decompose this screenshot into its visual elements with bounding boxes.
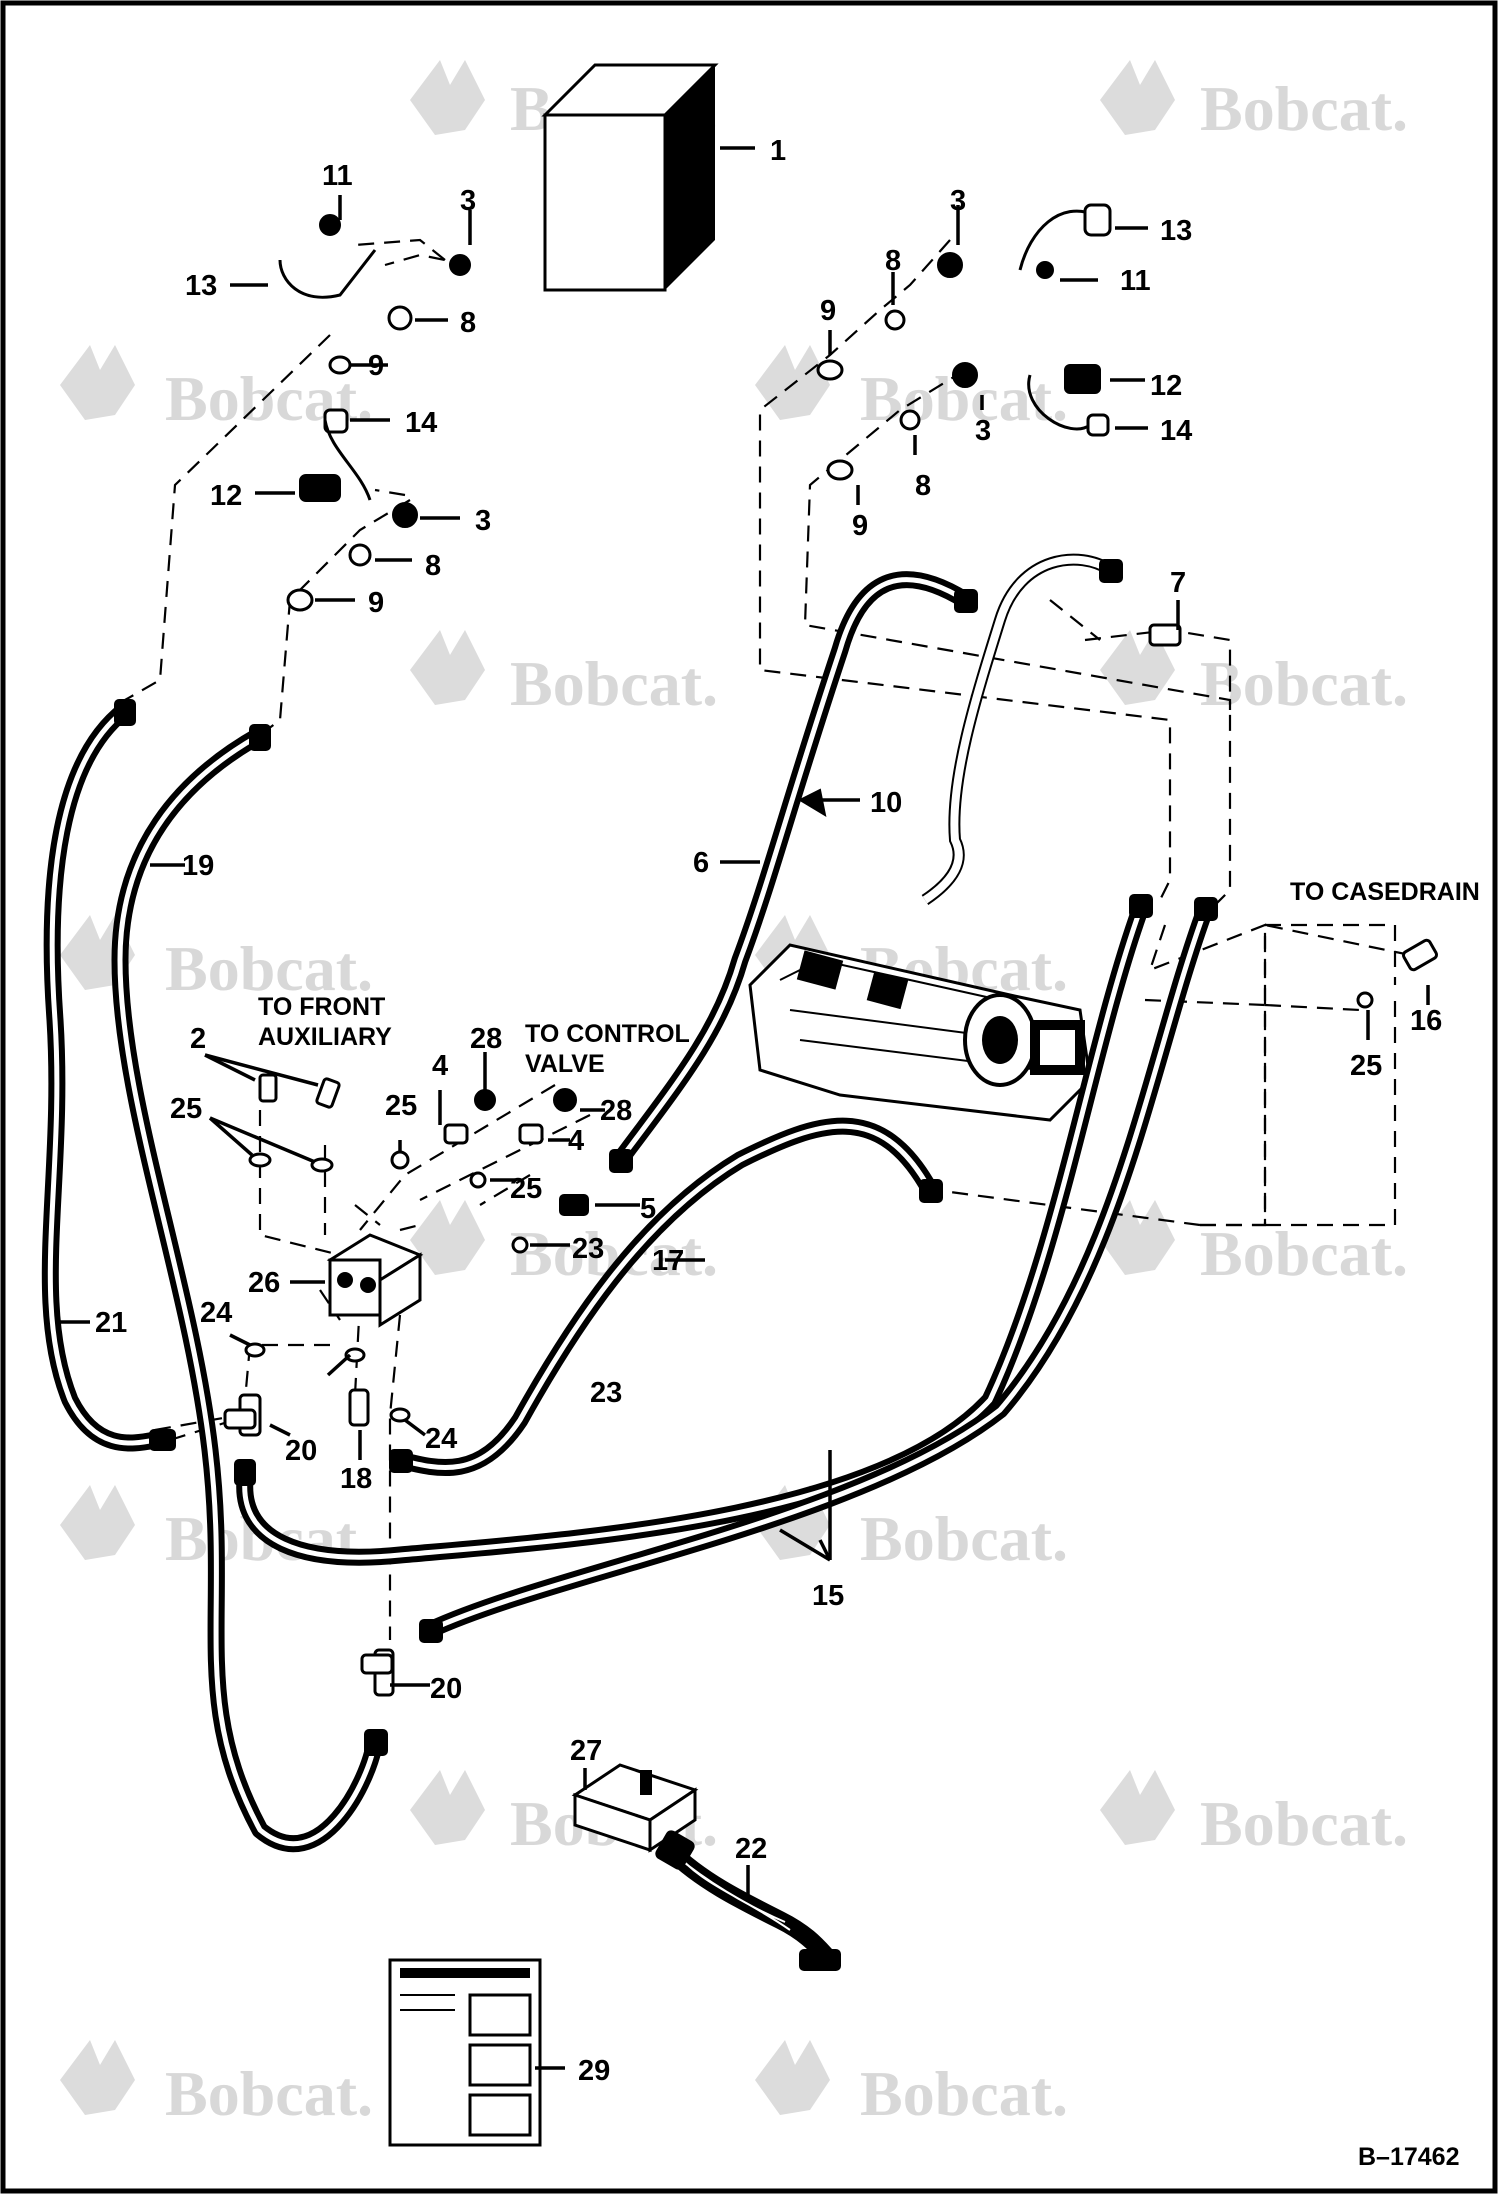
watermark-logo [410, 1770, 485, 1845]
callout-label: 11 [322, 160, 353, 192]
watermark: Bobcat. [165, 933, 373, 1004]
callout-label: 4 [568, 1125, 584, 1157]
note-front-auxiliary: TO FRONT [258, 993, 385, 1021]
callout-label: 24 [425, 1423, 457, 1455]
callout-label: 7 [1170, 567, 1186, 599]
callout-label: 24 [200, 1297, 232, 1329]
callout-label: 9 [820, 295, 836, 327]
watermark: Bobcat. [860, 2058, 1068, 2129]
callout-label: 20 [285, 1435, 317, 1467]
watermark: Bobcat. [1200, 648, 1408, 719]
callout-label: 3 [475, 505, 491, 537]
watermark-logo [1100, 1770, 1175, 1845]
callout-label: 20 [430, 1673, 462, 1705]
callout-label: 13 [185, 270, 217, 302]
callout-label: 11 [1120, 265, 1151, 297]
callout-label: 23 [590, 1377, 622, 1409]
hydraulic-pump-assembly [748, 943, 1092, 1122]
callout-label: 16 [1410, 1005, 1442, 1037]
callout-label: 17 [652, 1245, 684, 1277]
watermark-logo [755, 2040, 830, 2115]
callout-label: 25 [385, 1090, 417, 1122]
manual-29 [388, 1958, 542, 2147]
callout-label: 12 [1150, 370, 1182, 402]
note-control-valve: TO CONTROL [525, 1020, 690, 1048]
manifold-block-26 [326, 1233, 424, 1328]
callout-label: 25 [510, 1173, 542, 1205]
callout-label: 3 [460, 185, 476, 217]
callout-label: 13 [1160, 215, 1192, 247]
callout-label: 18 [340, 1463, 372, 1495]
watermark-logo [410, 60, 485, 135]
callout-label: 6 [693, 847, 709, 879]
watermark: Bobcat. [510, 648, 718, 719]
callout-label: 9 [852, 510, 868, 542]
callout-label: 8 [460, 307, 476, 339]
callout-label: 12 [210, 480, 242, 512]
leader-lines [60, 146, 1430, 2070]
callout-label: 15 [812, 1580, 844, 1612]
watermark-logo [410, 630, 485, 705]
watermark-logo [1100, 60, 1175, 135]
watermark: Bobcat. [860, 1503, 1068, 1574]
callout-label: 4 [432, 1050, 448, 1082]
watermark: Bobcat. [1200, 1788, 1408, 1859]
callout-label: 10 [870, 787, 902, 819]
note-casedrain: TO CASEDRAIN [1290, 878, 1480, 906]
watermark: Bobcat. [1200, 1218, 1408, 1289]
notes: TO FRONT AUXILIARY TO CONTROL VALVE TO C… [258, 878, 1480, 1078]
callout-label: 28 [470, 1023, 502, 1055]
callout-label: 9 [368, 587, 384, 619]
watermark-logo [755, 345, 830, 420]
callout-label: 29 [578, 2055, 610, 2087]
callout-label: 23 [572, 1233, 604, 1265]
callout-label: 28 [600, 1095, 632, 1127]
box-part-1 [541, 63, 719, 292]
callout-label: 5 [640, 1193, 656, 1225]
fittings [114, 203, 1439, 2147]
callout-label: 1 [770, 135, 786, 167]
callout-label: 8 [885, 245, 901, 277]
watermark: Bobcat. [165, 2058, 373, 2129]
watermark-logo [1100, 1200, 1175, 1275]
callout-label: 25 [170, 1093, 202, 1125]
callout-label: 3 [950, 185, 966, 217]
callout-label: 14 [405, 407, 437, 439]
callout-label: 22 [735, 1833, 767, 1865]
watermark: Bobcat. [1200, 73, 1408, 144]
note-control-valve: VALVE [525, 1050, 605, 1078]
watermark-logo [60, 345, 135, 420]
callout-numbers: 1 2 3 3 3 3 4 4 5 6 7 8 8 8 8 9 9 9 9 10… [95, 135, 1442, 2087]
callout-label: 19 [182, 850, 214, 882]
callout-label: 26 [248, 1267, 280, 1299]
callout-label: 14 [1160, 415, 1192, 447]
callout-label: 9 [368, 350, 384, 382]
hose-7 [921, 553, 1114, 905]
callout-label: 8 [915, 470, 931, 502]
hoses [41, 553, 1214, 1967]
note-front-auxiliary: AUXILIARY [258, 1023, 392, 1051]
callout-label: 21 [95, 1307, 127, 1339]
watermark-logo [60, 1485, 135, 1560]
drawing-number: B–17462 [1358, 2143, 1459, 2171]
callout-label: 2 [190, 1023, 206, 1055]
watermark-logo [60, 2040, 135, 2115]
mounting-block-27 [571, 1763, 699, 1853]
callout-label: 8 [425, 550, 441, 582]
callout-label: 3 [975, 415, 991, 447]
callout-label: 27 [570, 1735, 602, 1767]
callout-label: 25 [1350, 1050, 1382, 1082]
watermark-logo [410, 1200, 485, 1275]
